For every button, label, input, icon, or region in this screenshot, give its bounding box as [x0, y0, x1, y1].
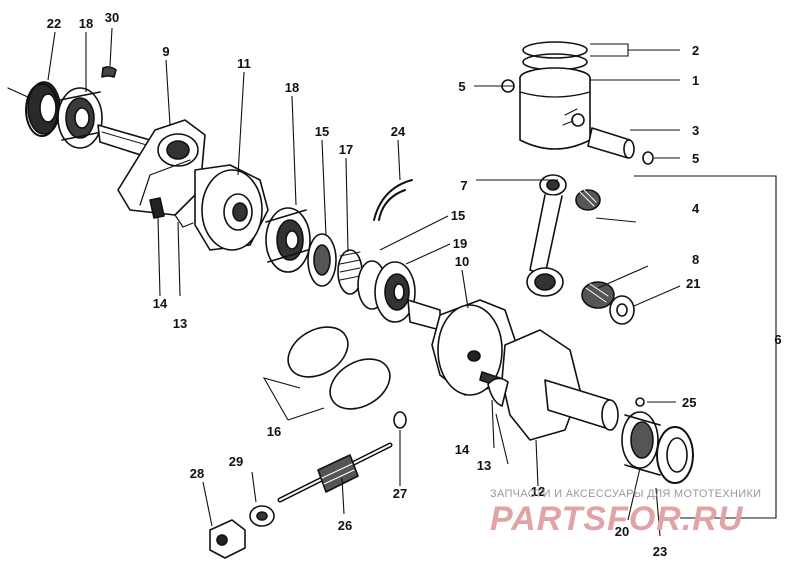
callout-4: 4 [692, 201, 700, 216]
circlip [373, 179, 413, 221]
right-ball-bearing [374, 261, 416, 323]
callout-5-right: 5 [692, 151, 699, 166]
callout-14-left: 14 [153, 296, 168, 311]
piston [519, 67, 591, 150]
callout-18-center: 18 [285, 80, 299, 95]
callout-6: 6 [774, 332, 781, 347]
watermark-caption: ЗАПЧАСТИ И АКСЕССУАРЫ ДЛЯ МОТОТЕХНИКИ [490, 488, 761, 500]
oil-seal [307, 233, 337, 287]
callout-25: 25 [682, 395, 696, 410]
left-main-bearing [25, 81, 61, 137]
callout-10: 10 [455, 254, 469, 269]
left-crank-flywheel [117, 119, 206, 219]
ring-right [329, 358, 391, 410]
callout-20: 20 [615, 524, 629, 539]
callout-16: 16 [267, 424, 281, 439]
callout-22: 22 [47, 16, 61, 31]
center-ball-bearing [265, 207, 311, 273]
steel-ball [635, 397, 645, 407]
piston-ring-top [522, 41, 588, 59]
big-end-needle-bearing [581, 281, 615, 309]
big-end-thrust-washer [609, 295, 635, 325]
callout-12: 12 [531, 484, 545, 499]
piston-pin-clip-right [642, 151, 654, 165]
callout-19: 19 [453, 236, 467, 251]
callout-15-top: 15 [315, 124, 329, 139]
callout-2: 2 [692, 43, 699, 58]
callout-21: 21 [686, 276, 700, 291]
callout-7: 7 [460, 178, 467, 193]
callout-15-bottom: 15 [451, 208, 465, 223]
watermark: ЗАПЧАСТИ И АКСЕССУАРЫ ДЛЯ МОТОТЕХНИКИ PA… [490, 488, 761, 538]
callout-17: 17 [339, 142, 353, 157]
watermark-brand: PARTSFOR.RU [490, 500, 744, 538]
lock-nut [249, 505, 275, 527]
ring-left [287, 326, 349, 378]
callout-9: 9 [162, 44, 169, 59]
right-crank-half [501, 329, 619, 441]
callout-1: 1 [692, 73, 699, 88]
woodruff-key [101, 66, 117, 78]
right-crank-web [174, 164, 269, 251]
callout-5-left: 5 [458, 79, 465, 94]
drive-shaft-with-gear [277, 442, 393, 503]
callout-26: 26 [338, 518, 352, 533]
callout-27: 27 [393, 486, 407, 501]
small-washer [393, 411, 407, 429]
thrust-washer [487, 377, 509, 407]
callout-3: 3 [692, 123, 699, 138]
roller-bearing [621, 411, 661, 476]
callout-8: 8 [692, 252, 699, 267]
callout-29: 29 [229, 454, 243, 469]
connecting-rod [526, 174, 567, 297]
callout-28: 28 [190, 466, 204, 481]
callout-13-right: 13 [477, 458, 491, 473]
callout-30: 30 [105, 10, 119, 25]
callout-11: 11 [237, 56, 251, 71]
callout-23: 23 [653, 544, 667, 559]
callout-14-right: 14 [455, 442, 470, 457]
cap-nut [209, 519, 246, 559]
callout-13-left: 13 [173, 316, 187, 331]
outer-bearing-race [656, 426, 694, 484]
piston-pin [587, 127, 635, 159]
callout-18-left: 18 [79, 16, 93, 31]
callout-24: 24 [391, 124, 406, 139]
left-ball-bearing [57, 87, 103, 149]
small-end-needle-bearing [575, 189, 601, 211]
